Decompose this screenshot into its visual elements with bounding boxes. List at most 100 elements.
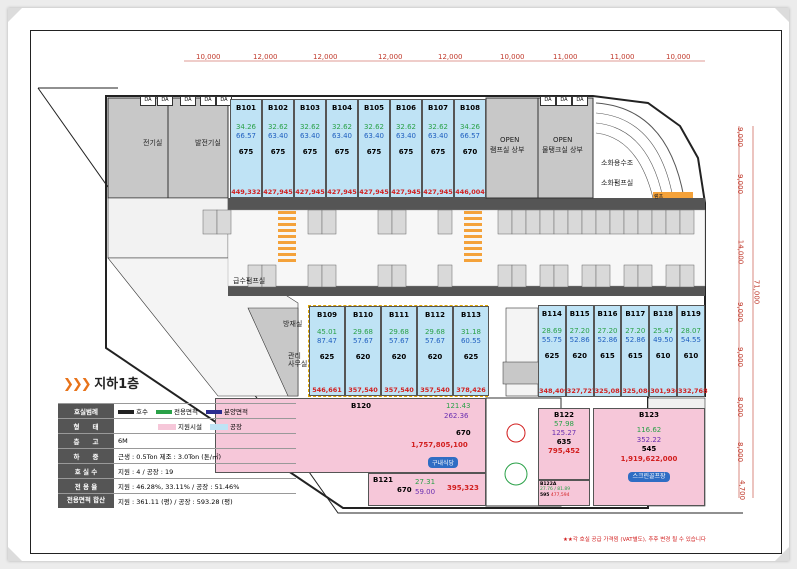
- unit-area-sale: 57.67: [388, 336, 410, 345]
- corner-decoration: [8, 8, 22, 22]
- unit-area-exclusive: 32.62: [299, 122, 321, 131]
- legend-header: 호 실 수: [58, 463, 114, 479]
- dimension-label: 9,000: [736, 126, 745, 148]
- unit-b123[interactable]: B123 116.62 352.22 545 1,919,622,000 스크린…: [593, 408, 705, 506]
- legend-key-label: 분양면적: [224, 408, 248, 416]
- unit-b121[interactable]: B121 670 27.31 59.00 395,323: [368, 473, 486, 506]
- unit-price: 325,084: [594, 386, 625, 395]
- unit-area-sale: 63.40: [331, 131, 353, 140]
- unit-area-exclusive: 28.69: [541, 326, 562, 335]
- unit-height: 675: [302, 148, 318, 157]
- legend-chip: [210, 424, 228, 430]
- unit-id: B105: [364, 104, 384, 112]
- unit-area-exclusive: 45.01: [316, 327, 338, 336]
- unit-id: B110: [353, 311, 373, 319]
- unit-area-exclusive: 34.26: [235, 122, 257, 131]
- room-label-mgmt: 관리 사무실: [288, 352, 308, 368]
- dimension-label: 12,000: [313, 53, 338, 61]
- da-box: DA: [556, 96, 572, 106]
- legend-header: 전 용 율: [58, 478, 114, 494]
- dimension-label: 11,000: [610, 53, 635, 61]
- legend-chip: [118, 410, 134, 414]
- unit-id: B103: [300, 104, 320, 112]
- unit-area-exclusive: 121.43: [446, 402, 471, 410]
- da-box: DA: [157, 96, 173, 106]
- unit-area-sale: 57.67: [352, 336, 374, 345]
- unit-b122a[interactable]: B122A 27.76 / 81.89 595 477,594: [538, 480, 590, 506]
- unit-price: 427,945: [263, 187, 293, 196]
- legend-header: 호실범례: [58, 403, 114, 419]
- unit-height: 620: [391, 353, 407, 362]
- unit-b122[interactable]: B122 57.98 125.27 635 795,452: [538, 408, 590, 480]
- dimension-label: 9,000: [736, 173, 745, 195]
- unit-area-sale: 262.36: [444, 412, 469, 420]
- da-box: DA: [572, 96, 588, 106]
- unit-price: 357,540: [348, 385, 378, 394]
- unit-area-sale: 54.55: [680, 335, 701, 344]
- unit-height: 620: [355, 353, 371, 362]
- unit-area-note: 27.76 / 81.89: [540, 487, 571, 493]
- unit-id: B104: [332, 104, 352, 112]
- legend-key-label: 전용면적: [174, 408, 198, 416]
- dimension-label: 12,000: [378, 53, 403, 61]
- legend-value: 지원 : 4 / 공장 : 19: [114, 463, 296, 479]
- room-label-open-sub: 물탱크실 상부: [542, 146, 583, 154]
- unit-area-sale: 60.55: [460, 336, 482, 345]
- unit-id: B122A: [540, 482, 557, 487]
- unit-height: 635: [556, 438, 572, 447]
- unit-area-sale: 49.50: [653, 335, 674, 344]
- unit-area-sale: 63.40: [299, 131, 321, 140]
- unit-area-sale: 63.40: [395, 131, 417, 140]
- unit-area-sale: 55.75: [541, 335, 562, 344]
- unit-price: 427,945: [391, 187, 421, 196]
- unit-price: 348,409: [539, 386, 569, 395]
- legend-header: 하 중: [58, 448, 114, 464]
- unit-id: B115: [569, 310, 590, 318]
- unit-price: 301,930: [650, 386, 680, 395]
- unit-area-sale: 52.86: [569, 335, 590, 344]
- unit-price: 546,661: [312, 385, 342, 394]
- unit-area-exclusive: 32.62: [427, 122, 449, 131]
- unit-price: 357,540: [420, 385, 450, 394]
- unit-area-exclusive: 32.62: [363, 122, 385, 131]
- dimension-label: 9,000: [736, 301, 745, 323]
- unit-area-sale: 352.22: [636, 435, 662, 444]
- unit-area-sale: 59.00: [415, 488, 436, 496]
- dimension-label: 8,000: [736, 441, 745, 463]
- unit-height: 615: [627, 352, 643, 361]
- unit-area-sale: 63.40: [363, 131, 385, 140]
- room-label-water: 급수펌프실: [233, 277, 266, 285]
- unit-id: B119: [680, 310, 701, 318]
- dimension-label: 14,000: [736, 239, 745, 265]
- corner-decoration: [8, 547, 22, 561]
- legend-header: 형 태: [58, 418, 114, 434]
- unit-price: 427,945: [327, 187, 357, 196]
- unit-price: 332,768: [678, 386, 708, 395]
- legend-chip: [156, 410, 173, 414]
- unit-price: 395,323: [447, 484, 479, 492]
- unit-height: 675: [270, 148, 286, 157]
